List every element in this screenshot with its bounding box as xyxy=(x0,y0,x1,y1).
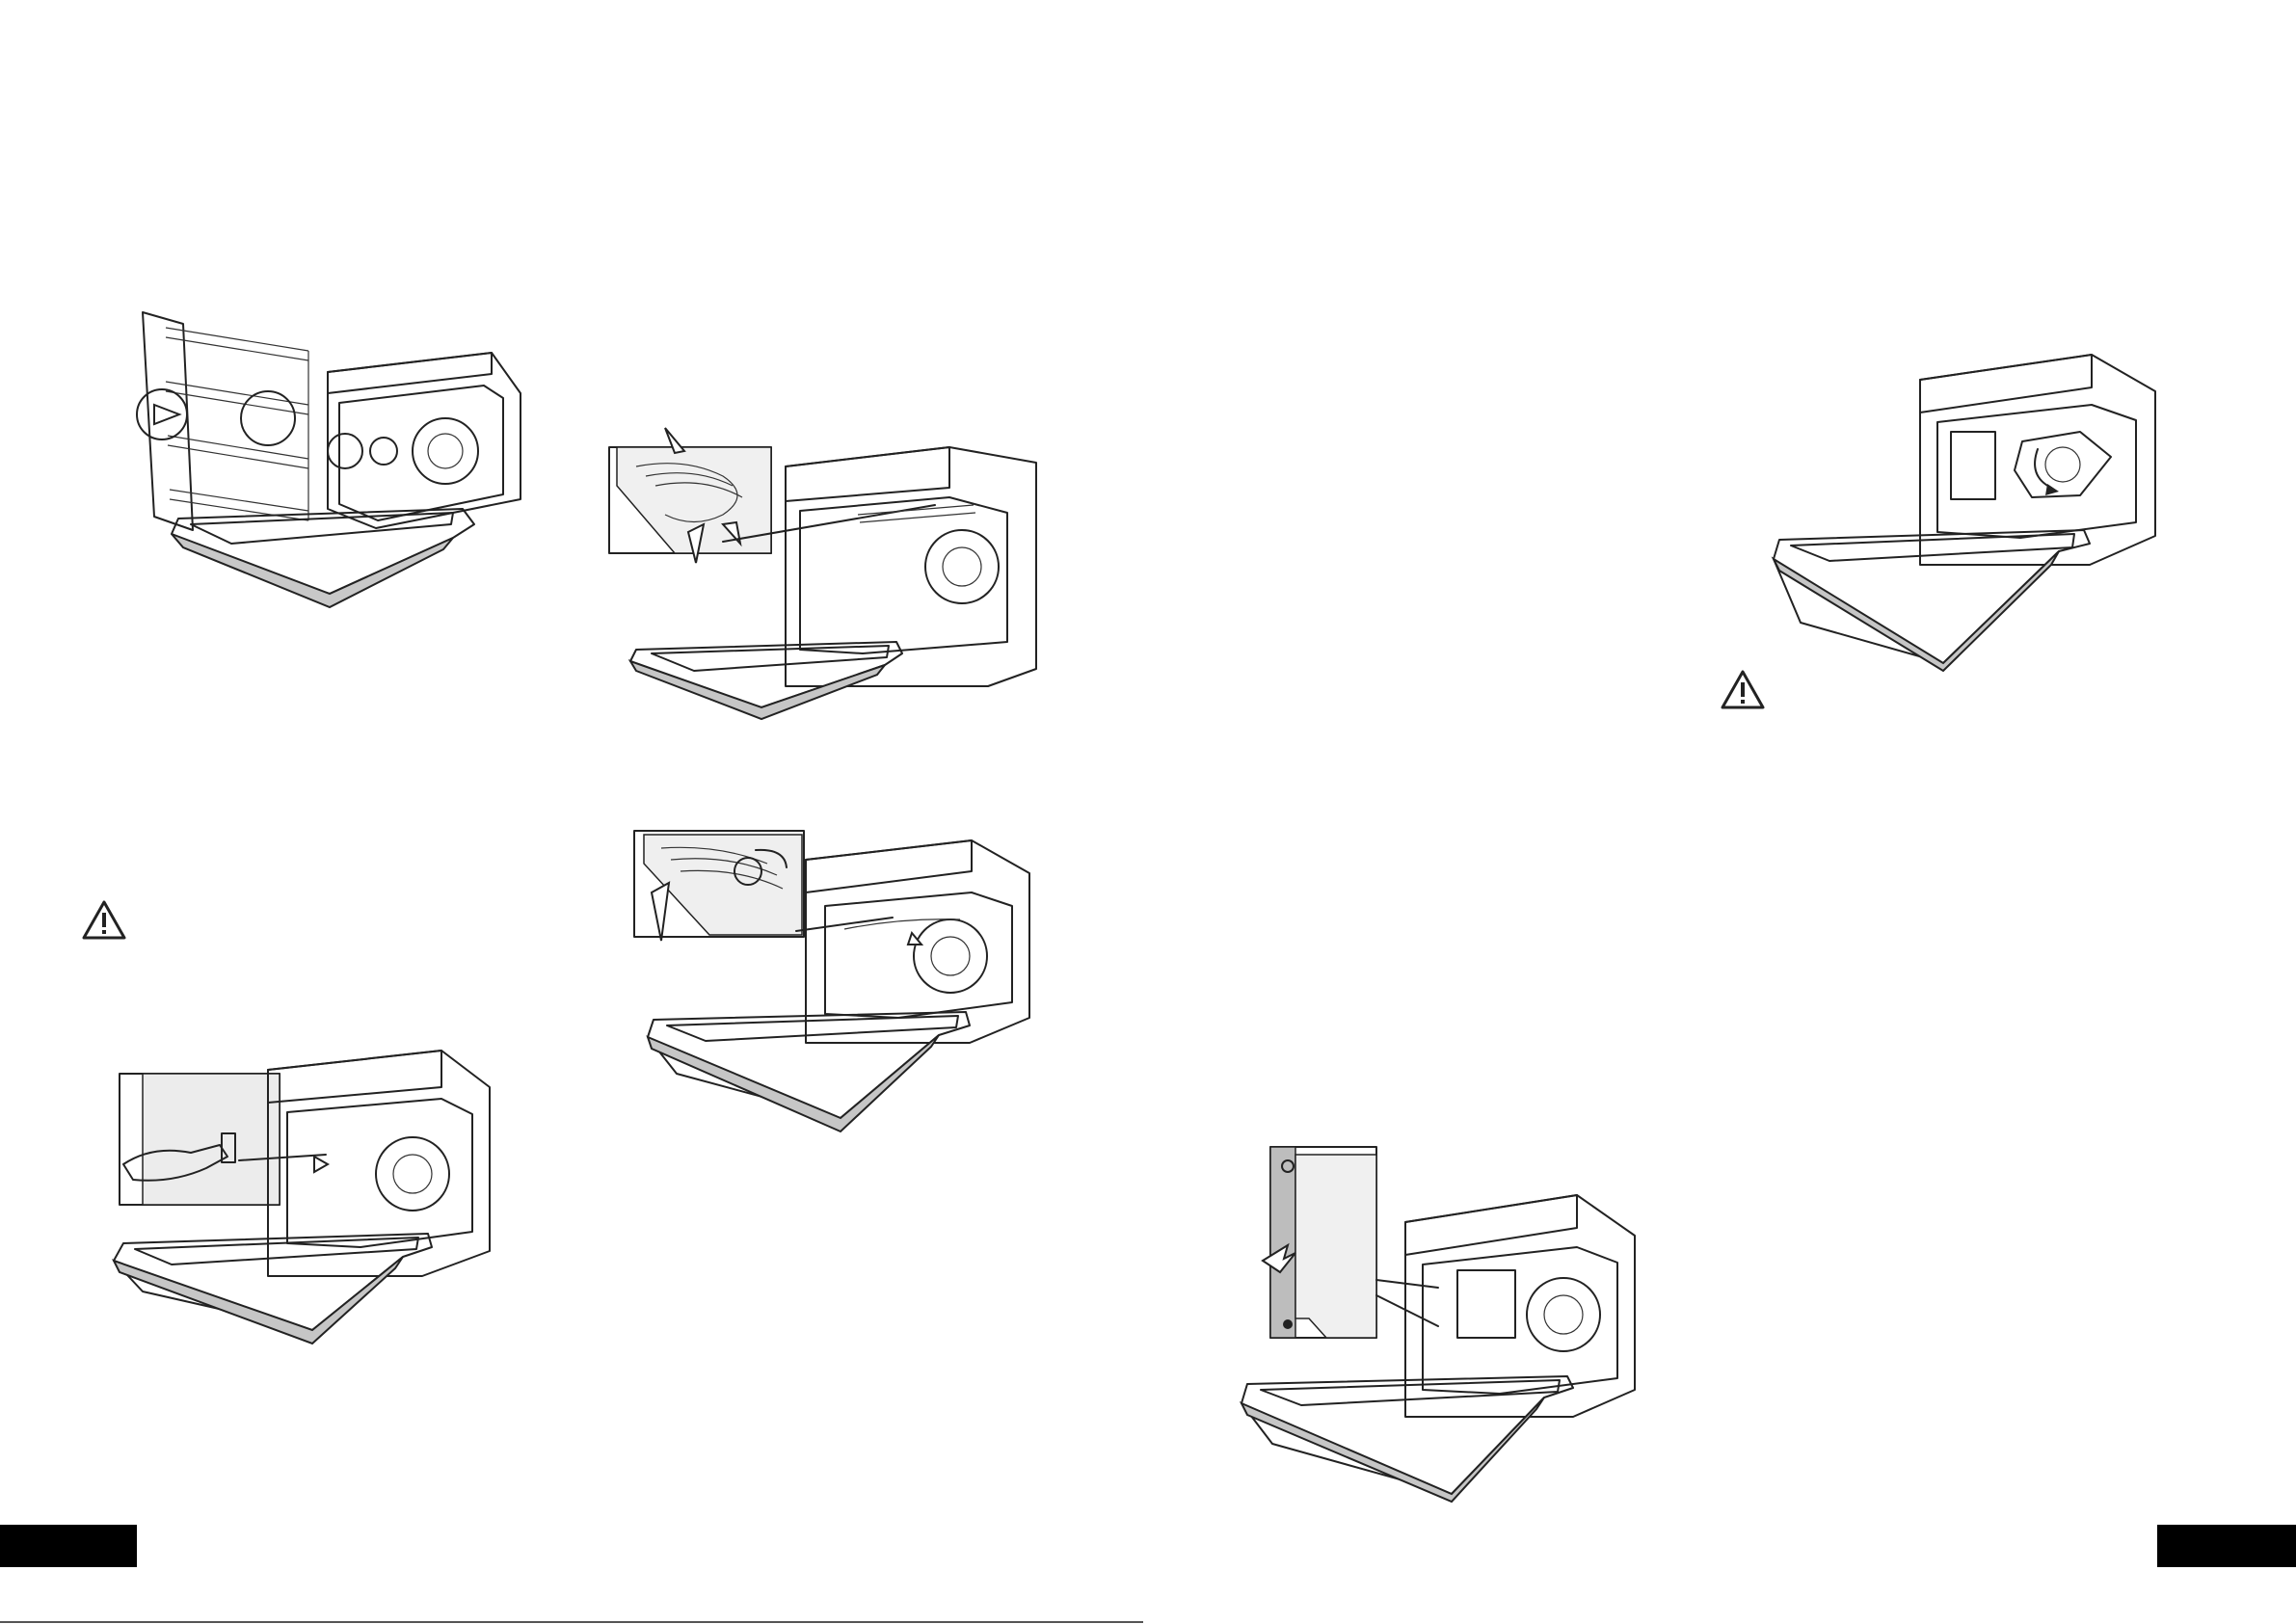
oven-top-element-illustration xyxy=(607,418,1051,719)
warning-triangle-icon xyxy=(81,899,127,942)
oven-fan-cover-illustration xyxy=(1752,351,2157,671)
oven-grill-element-illustration xyxy=(632,825,1037,1133)
page-tab-left xyxy=(0,1525,137,1567)
page-tab-right xyxy=(2157,1525,2296,1567)
footer-rule xyxy=(0,1621,1143,1623)
oven-side-rails-illustration xyxy=(125,306,530,625)
oven-side-panel-hook-illustration xyxy=(1240,1145,1637,1502)
warning-triangle-icon xyxy=(1720,669,1766,711)
oven-back-panel-illustration xyxy=(114,1039,499,1344)
